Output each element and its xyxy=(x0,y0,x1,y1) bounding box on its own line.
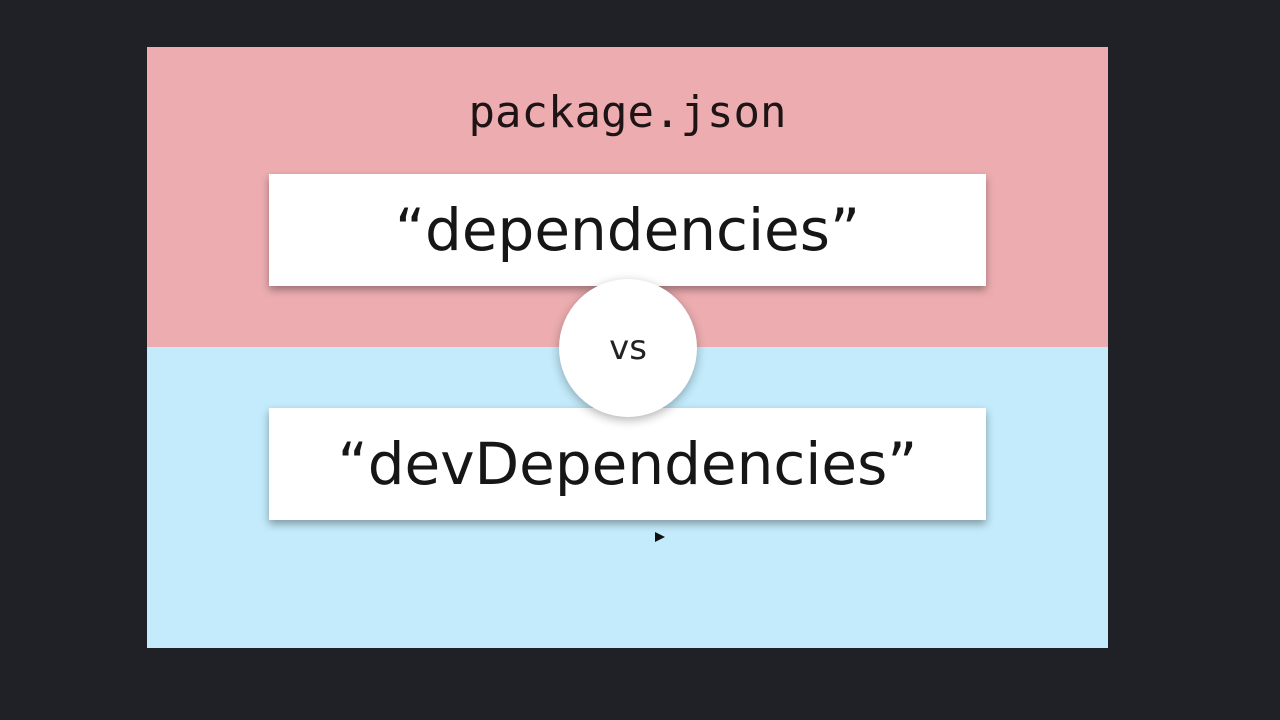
vs-badge: vs xyxy=(559,279,697,417)
slide-title: package.json xyxy=(468,87,787,138)
slide: package.json “dependencies” “devDependen… xyxy=(147,47,1108,648)
mouse-cursor-icon xyxy=(655,532,665,542)
dev-dependencies-card: “devDependencies” xyxy=(269,408,986,520)
dependencies-card: “dependencies” xyxy=(269,174,986,286)
